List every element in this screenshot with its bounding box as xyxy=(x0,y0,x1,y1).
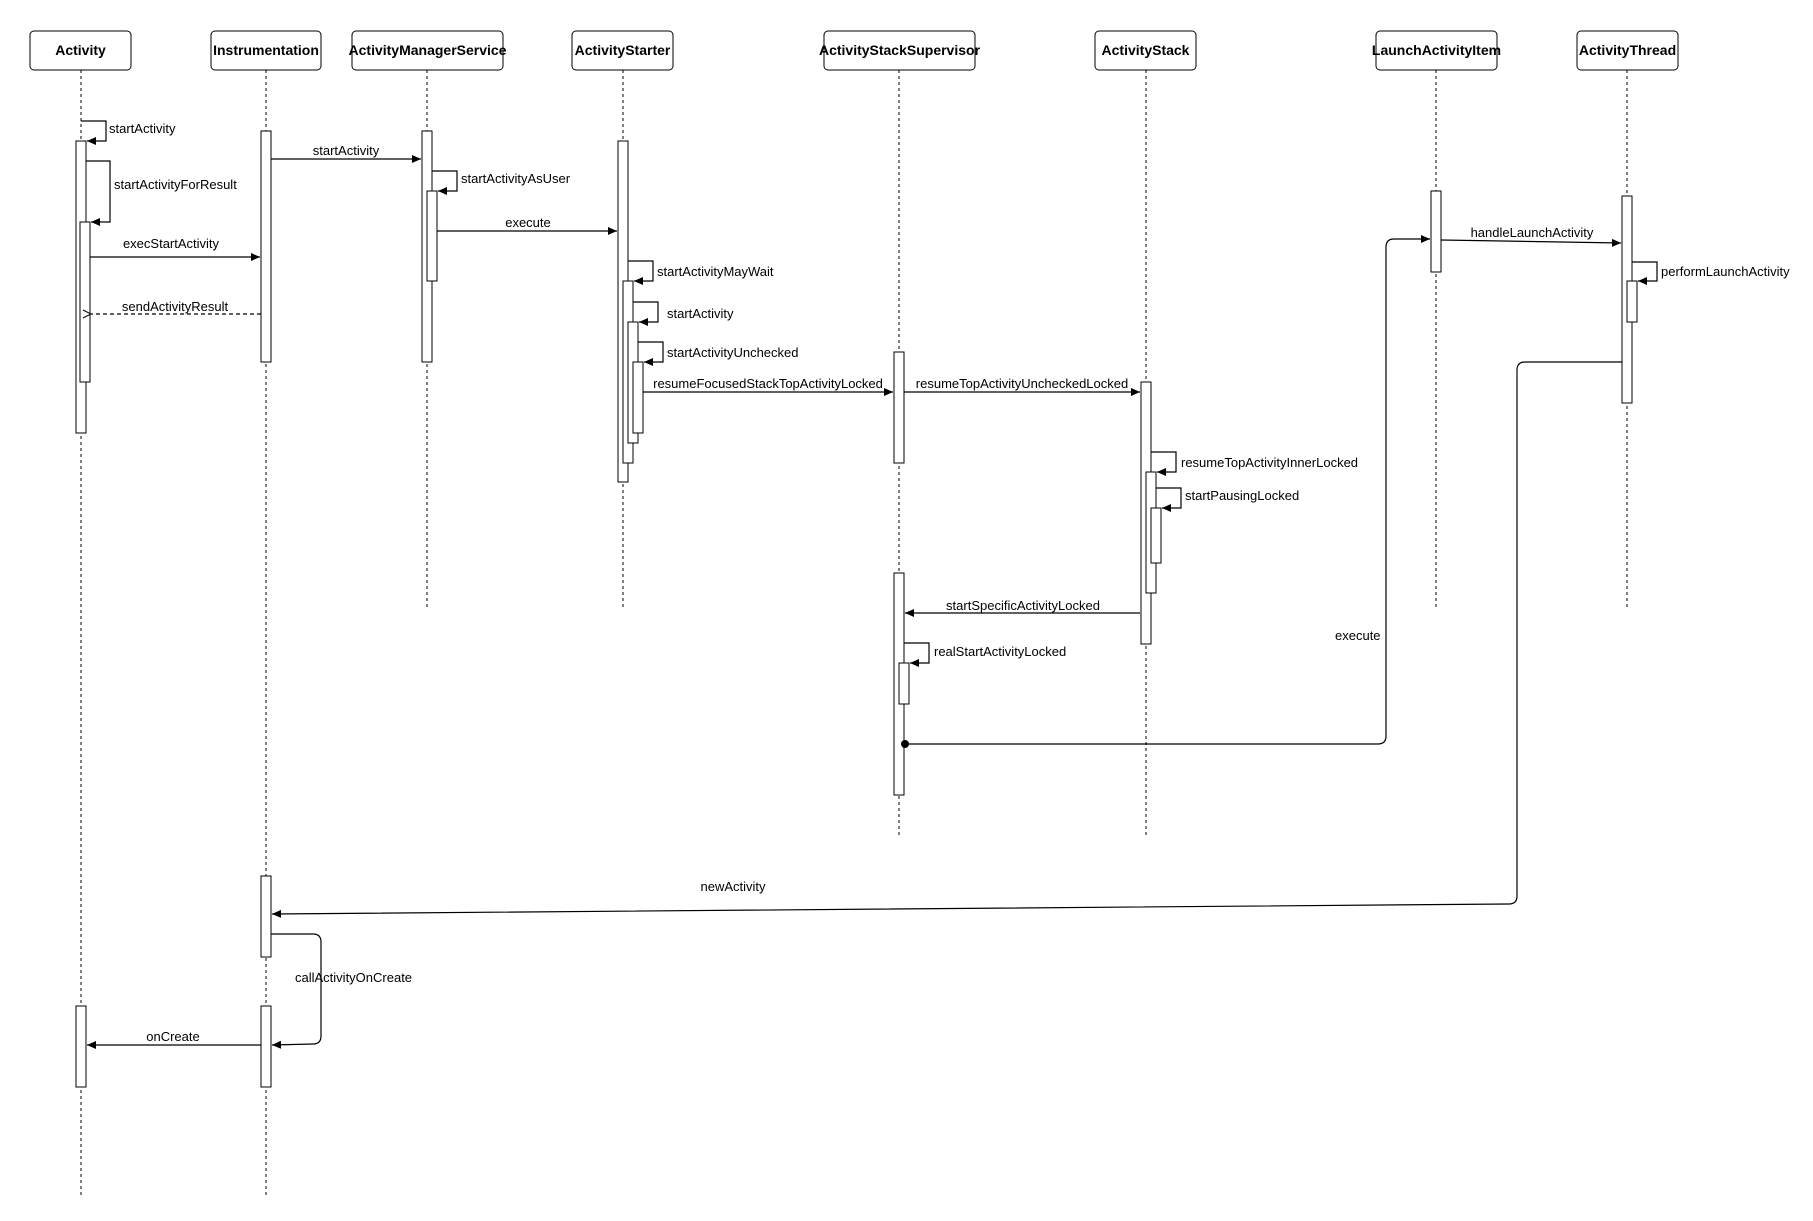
activation-bar xyxy=(632,361,644,434)
participant-launchitem: LaunchActivityItem xyxy=(1372,30,1501,71)
message-execute-launchitem: execute xyxy=(901,235,1430,748)
participant-supervisor-label: ActivityStackSupervisor xyxy=(819,42,981,58)
activation-bar xyxy=(893,351,905,464)
message-resumeTopActivityUncheckedLocked: resumeTopActivityUncheckedLocked xyxy=(904,376,1140,396)
message-handleLaunchActivity: handleLaunchActivity xyxy=(1440,225,1622,247)
message-label: startActivityMayWait xyxy=(657,264,774,279)
message-label: newActivity xyxy=(700,879,766,894)
message-resumeFocusedStackTopActivityLocked: resumeFocusedStackTopActivityLocked xyxy=(643,376,893,396)
participant-thread-label: ActivityThread xyxy=(1579,42,1676,58)
message-label: handleLaunchActivity xyxy=(1471,225,1594,240)
message-label: execute xyxy=(1335,628,1381,643)
activation-bar xyxy=(79,221,91,383)
message-execStartActivity: execStartActivity xyxy=(90,236,260,261)
participant-launchitem-label: LaunchActivityItem xyxy=(1372,42,1501,58)
message-startActivity-starter: startActivity xyxy=(633,301,734,326)
message-performLaunchActivity: performLaunchActivity xyxy=(1632,261,1790,285)
message-realStartActivityLocked: realStartActivityLocked xyxy=(904,642,1066,667)
activation-bar xyxy=(1150,507,1162,564)
participant-instrumentation: Instrumentation xyxy=(210,30,322,71)
participant-starter-label: ActivityStarter xyxy=(575,42,671,58)
message-label: execStartActivity xyxy=(123,236,220,251)
message-label: sendActivityResult xyxy=(122,299,229,314)
activation-bar xyxy=(75,1005,87,1088)
participant-activity-label: Activity xyxy=(55,42,106,58)
message-label: startActivity xyxy=(313,143,380,158)
message-startActivityMayWait: startActivityMayWait xyxy=(628,260,774,285)
message-startActivityForResult: startActivityForResult xyxy=(86,160,237,226)
message-startActivityUnchecked: startActivityUnchecked xyxy=(638,341,799,366)
participant-starter: ActivityStarter xyxy=(571,30,674,71)
activation-bar xyxy=(1430,190,1442,273)
message-execute: execute xyxy=(437,215,617,235)
message-startPausingLocked: startPausingLocked xyxy=(1156,487,1299,512)
message-label: execute xyxy=(505,215,551,230)
participant-stack: ActivityStack xyxy=(1094,30,1197,71)
message-sendActivityResult: sendActivityResult xyxy=(91,299,261,314)
participant-stack-label: ActivityStack xyxy=(1102,42,1190,58)
message-resumeTopActivityInnerLocked: resumeTopActivityInnerLocked xyxy=(1151,451,1358,476)
activation-bar xyxy=(898,662,910,705)
message-newActivity: newActivity xyxy=(271,361,1622,918)
message-label: callActivityOnCreate xyxy=(295,970,412,985)
activation-bar xyxy=(426,190,438,282)
activation-bar xyxy=(260,875,272,958)
message-label: startActivityUnchecked xyxy=(667,345,799,360)
message-startSpecificActivityLocked: startSpecificActivityLocked xyxy=(905,598,1140,617)
message-label: startSpecificActivityLocked xyxy=(946,598,1100,613)
message-onCreate: onCreate xyxy=(87,1029,261,1049)
message-label: resumeTopActivityInnerLocked xyxy=(1181,455,1358,470)
message-label: resumeFocusedStackTopActivityLocked xyxy=(653,376,883,391)
message-startActivityAsUser: startActivityAsUser xyxy=(432,170,571,195)
message-label: resumeTopActivityUncheckedLocked xyxy=(916,376,1128,391)
message-startActivity-ams: startActivity xyxy=(271,143,421,163)
activation-bar xyxy=(260,1005,272,1088)
activation-bar xyxy=(1626,280,1638,323)
message-label: startActivityForResult xyxy=(114,177,237,192)
participant-ams: ActivityManagerService xyxy=(349,30,507,71)
participant-instrumentation-label: Instrumentation xyxy=(213,42,319,58)
message-label: startActivityAsUser xyxy=(461,171,571,186)
message-startActivity: startActivity xyxy=(81,120,176,145)
participant-thread: ActivityThread xyxy=(1576,30,1679,71)
participant-activity: Activity xyxy=(29,30,132,71)
message-label: performLaunchActivity xyxy=(1661,264,1790,279)
participant-ams-label: ActivityManagerService xyxy=(349,42,507,58)
message-label: startActivity xyxy=(109,121,176,136)
message-label: startPausingLocked xyxy=(1185,488,1299,503)
message-label: realStartActivityLocked xyxy=(934,644,1066,659)
message-label: startActivity xyxy=(667,306,734,321)
message-label: onCreate xyxy=(146,1029,199,1044)
participant-supervisor: ActivityStackSupervisor xyxy=(819,30,981,71)
activation-bar xyxy=(260,130,272,363)
message-callActivityOnCreate: callActivityOnCreate xyxy=(271,933,412,1049)
